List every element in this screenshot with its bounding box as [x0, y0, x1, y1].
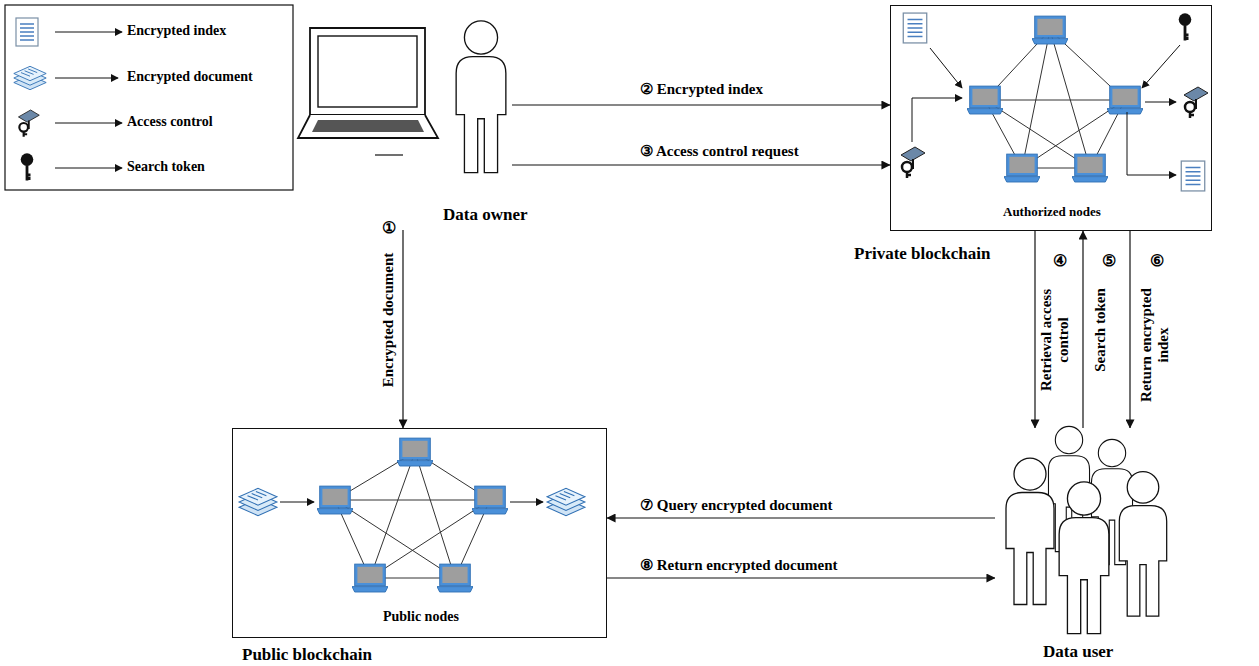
data-user: Data user — [995, 428, 1180, 665]
edge-label: Return encrypted index — [1138, 286, 1172, 404]
edge-label: Search token — [1092, 275, 1109, 385]
node-label: Data user — [1043, 642, 1113, 662]
data-owner: Data owner — [295, 25, 512, 230]
arrow-connector — [512, 104, 890, 105]
edge-label: Retrieval access control — [1038, 279, 1072, 401]
legend-text: Encrypted index — [127, 23, 226, 39]
node-label: Authorized nodes — [1003, 204, 1101, 220]
group-heading: Public blockchain — [242, 645, 372, 665]
group-heading: Private blockchain — [854, 244, 990, 264]
callout-number: ⑥ — [1150, 252, 1164, 269]
legend-text: Encrypted document — [127, 69, 253, 85]
arrow-connector — [607, 577, 995, 578]
edge-label: ⑦ Query encrypted document — [640, 497, 833, 514]
callout-number: ⑤ — [1102, 252, 1116, 269]
public-blockchain: Public nodesPublic blockchain — [232, 428, 607, 638]
arrow-connector — [1034, 231, 1035, 428]
node-label: Public nodes — [383, 609, 459, 625]
arrow-connector — [402, 230, 403, 428]
arrow-connector — [607, 517, 995, 518]
callout-number: ① — [382, 219, 396, 236]
edge-label: ⑧ Return encrypted document — [640, 557, 838, 574]
legend-text: Search token — [127, 159, 205, 175]
legend-text: Access control — [127, 114, 213, 130]
edge-label: ③ Access control request — [640, 143, 799, 160]
callout-number: ④ — [1053, 252, 1067, 269]
edge-label: ② Encrypted index — [640, 81, 763, 98]
node-label: Data owner — [443, 205, 528, 225]
private-blockchain: Authorized nodesPrivate blockchain — [890, 5, 1212, 231]
arrow-connector — [512, 164, 890, 165]
arrow-connector — [1082, 231, 1083, 428]
edge-label: Encrypted document — [380, 235, 397, 405]
arrow-connector — [1129, 231, 1130, 428]
